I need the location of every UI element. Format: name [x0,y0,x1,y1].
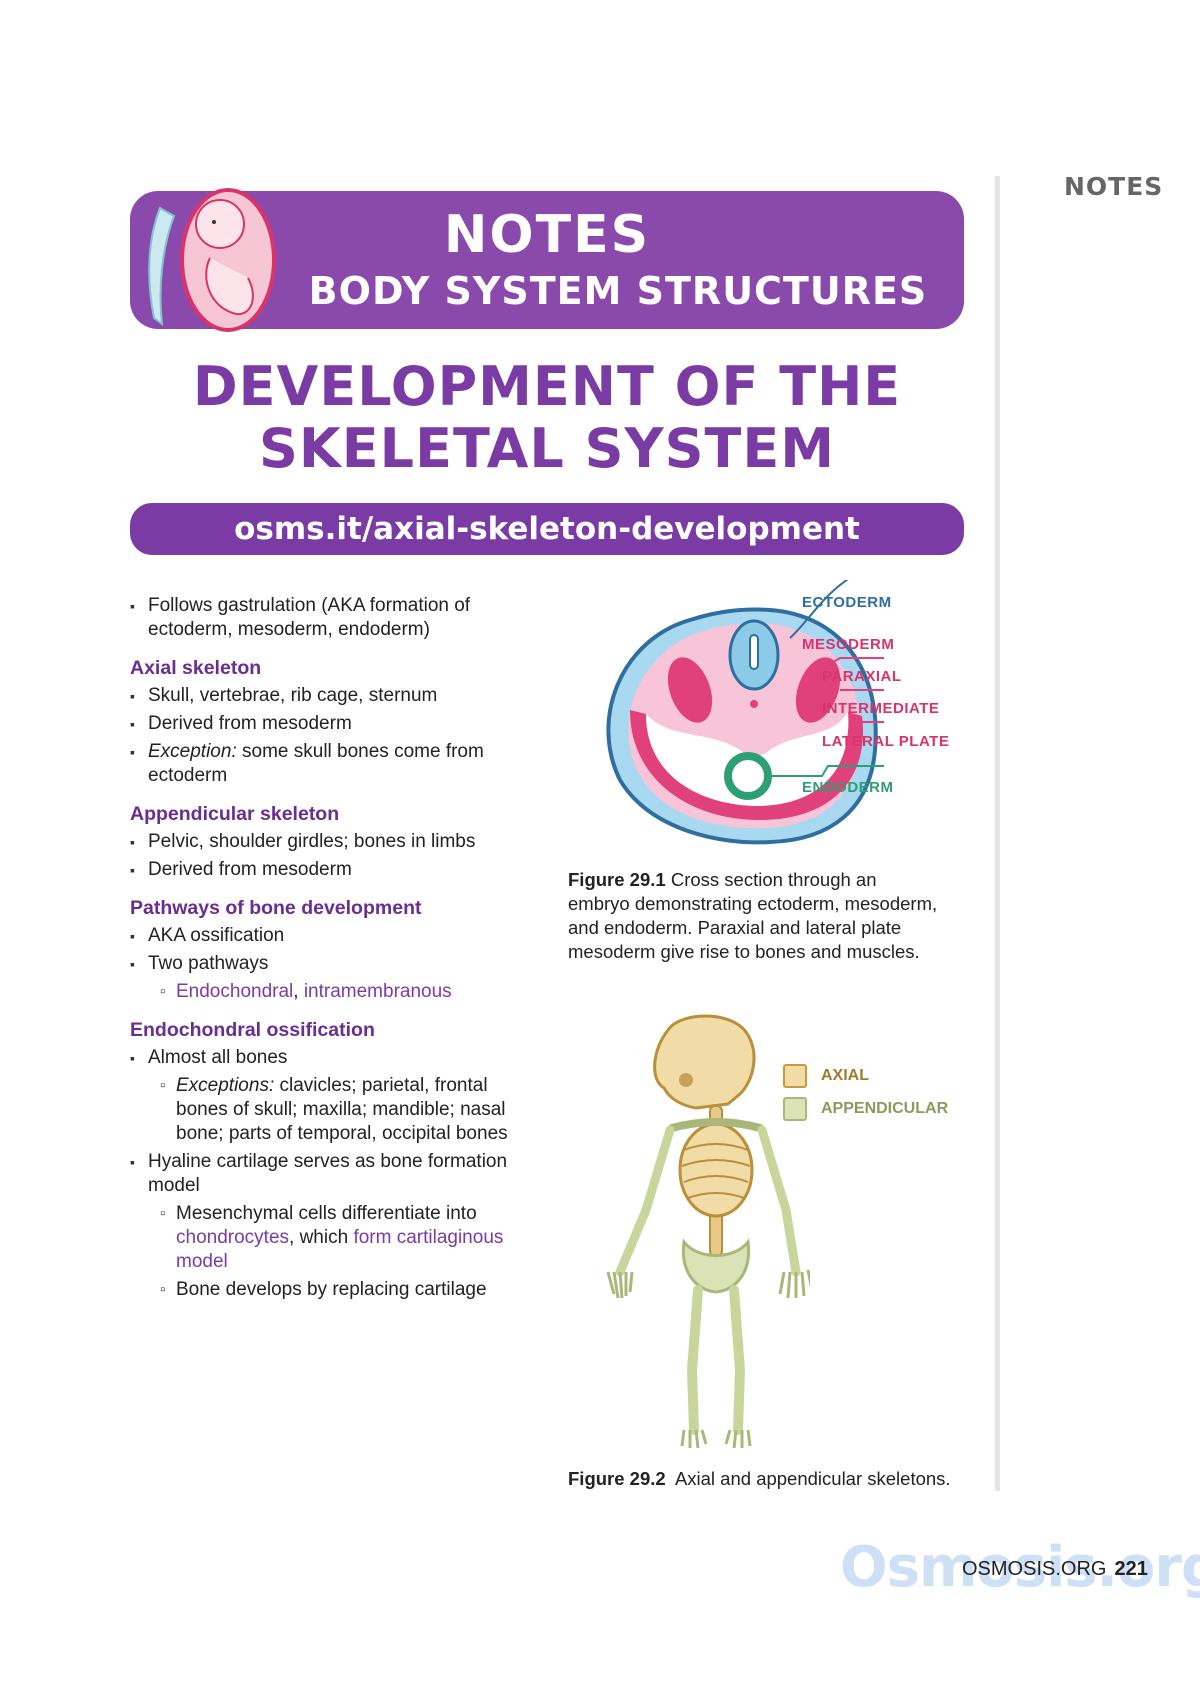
topic-link[interactable]: osms.it/axial-skeleton-development [130,503,964,555]
page-title: DEVELOPMENT OF THE SKELETAL SYSTEM [130,356,964,480]
sub-list-item: Exceptions: clavicles; parietal, frontal… [130,1074,540,1146]
legend-axial: AXIAL [783,1064,948,1088]
sub-list-item: Mesenchymal cells differentiate into cho… [130,1202,540,1274]
list-item: AKA ossification [130,924,540,948]
embryo-icon [148,188,276,332]
skeleton-figure [606,1014,810,1449]
link-model[interactable]: model [176,1251,228,1272]
banner-subtitle: BODY SYSTEM STRUCTURES [308,269,928,313]
side-notes-label: NOTES [1064,172,1164,201]
topic-link-text[interactable]: osms.it/axial-skeleton-development [234,511,860,547]
page-title-line2: SKELETAL SYSTEM [259,417,835,480]
osmosis-logo-watermark: Osmosis.org [840,1535,1200,1600]
list-item: Skull, vertebrae, rib cage, sternum [130,684,540,708]
section-heading-appendicular: Appendicular skeleton [130,803,340,825]
embryo-cross-section-figure [606,580,884,845]
list-item: Hyaline cartilage serves as bone formati… [130,1150,540,1198]
legend-appendicular: APPENDICULAR [783,1097,948,1121]
section-heading-endochondral: Endochondral ossification [130,1019,375,1041]
gut-tube [724,752,772,800]
page-title-line1: DEVELOPMENT OF THE [192,355,902,418]
list-item: Exception: some skull bones come from ec… [130,740,540,788]
link-chondrocytes[interactable]: chondrocytes [176,1227,290,1248]
figure-caption-29-1: Figure 29.1 Cross section through an emb… [568,869,938,962]
legend-swatch-axial [783,1064,807,1088]
list-item: Follows gastrulation (AKA formation of e… [130,594,540,642]
sub-list-item: Endochondral, intramembranous [130,980,540,1004]
skeleton-legend: AXIAL APPENDICULAR [783,1064,948,1130]
side-divider [995,176,1000,1491]
link-endochondral[interactable]: Endochondral [176,981,294,1002]
notes-content: Follows gastrulation (AKA formation of e… [130,590,540,1306]
list-item: Derived from mesoderm [130,712,540,736]
skull [653,1014,756,1110]
page-footer: OSMOSIS.ORG 221 [962,1558,1148,1581]
lateral-plate [630,710,864,820]
paraxial-right [795,657,841,723]
notochord [750,700,758,708]
section-heading-axial: Axial skeleton [130,657,262,679]
list-item: Derived from mesoderm [130,858,540,882]
page-number: 221 [1114,1558,1148,1580]
link-intramembranous[interactable]: intramembranous [303,981,452,1002]
paraxial-left [667,657,713,723]
list-item: Two pathways [130,952,540,976]
legend-swatch-appendicular [783,1097,807,1121]
list-item: Almost all bones [130,1046,540,1070]
rib-cage [678,1122,754,1218]
banner-title: NOTES [443,205,651,265]
footer-site: OSMOSIS.ORG [962,1558,1107,1580]
link-cartilaginous-model[interactable]: form cartilaginous [353,1227,504,1248]
sub-list-item: Bone develops by replacing cartilage [130,1278,540,1302]
section-heading-pathways: Pathways of bone development [130,897,422,919]
figure-caption-29-2: Figure 29.2 Axial and appendicular skele… [568,1468,951,1489]
list-item: Pelvic, shoulder girdles; bones in limbs [130,830,540,854]
pelvis [681,1238,751,1294]
